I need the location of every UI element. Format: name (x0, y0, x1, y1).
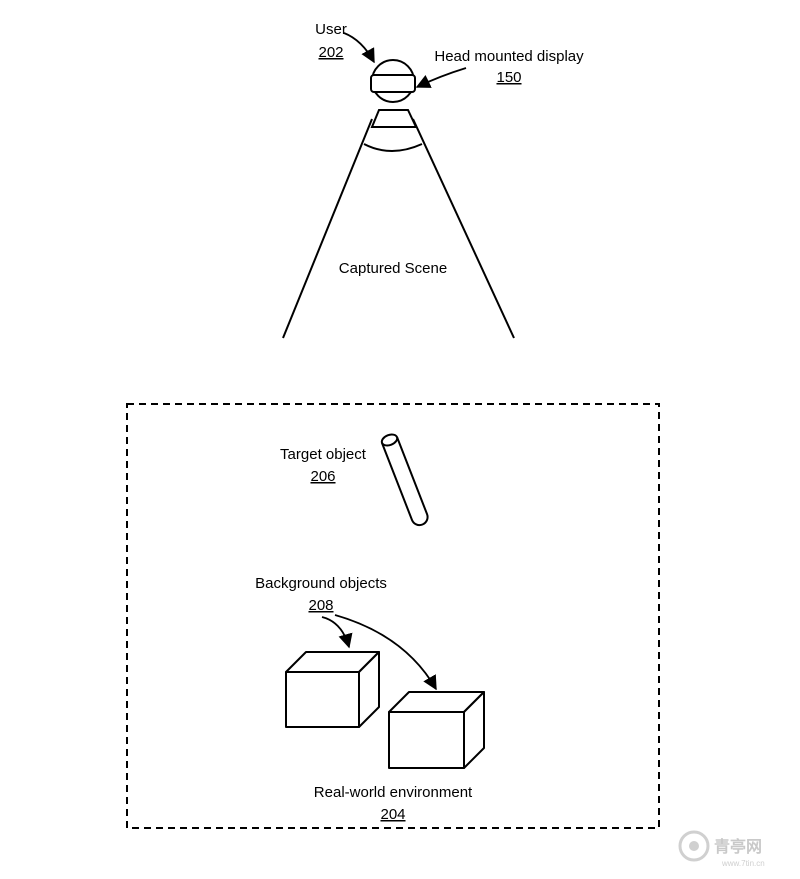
captured-scene-label: Captured Scene (339, 260, 447, 277)
hmd-ref-number: 150 (496, 69, 521, 86)
user-ref-number: 202 (318, 44, 343, 61)
hmd-label: Head mounted display (434, 48, 584, 65)
background-arrow-left-box (321, 616, 353, 649)
background-object-box-left (285, 651, 380, 728)
background-objects-ref-number: 208 (308, 597, 333, 614)
head-mounted-display-visor (370, 74, 416, 93)
target-object-cylinder (380, 433, 429, 527)
user-label: User (315, 21, 347, 38)
field-of-view-arc (363, 143, 423, 152)
watermark-text: 青亭网 (714, 837, 762, 856)
real-world-environment-ref-number: 204 (380, 806, 405, 823)
real-world-environment-label: Real-world environment (314, 784, 473, 801)
user-pointer-arrow (343, 32, 375, 64)
target-object-ref-number: 206 (310, 468, 335, 485)
watermark: 青亭网 www.7tin.cn (678, 830, 765, 868)
real-world-environment-frame (126, 403, 660, 829)
captured-scene-cone (282, 118, 515, 339)
background-object-box-right (388, 691, 485, 769)
user-head-figure (363, 59, 423, 152)
background-objects-label: Background objects (255, 575, 387, 592)
hmd-pointer-arrow (415, 67, 467, 88)
background-arrow-right-box (334, 614, 437, 691)
target-object-label: Target object (280, 446, 367, 463)
watermark-url: www.7tin.cn (721, 859, 765, 868)
